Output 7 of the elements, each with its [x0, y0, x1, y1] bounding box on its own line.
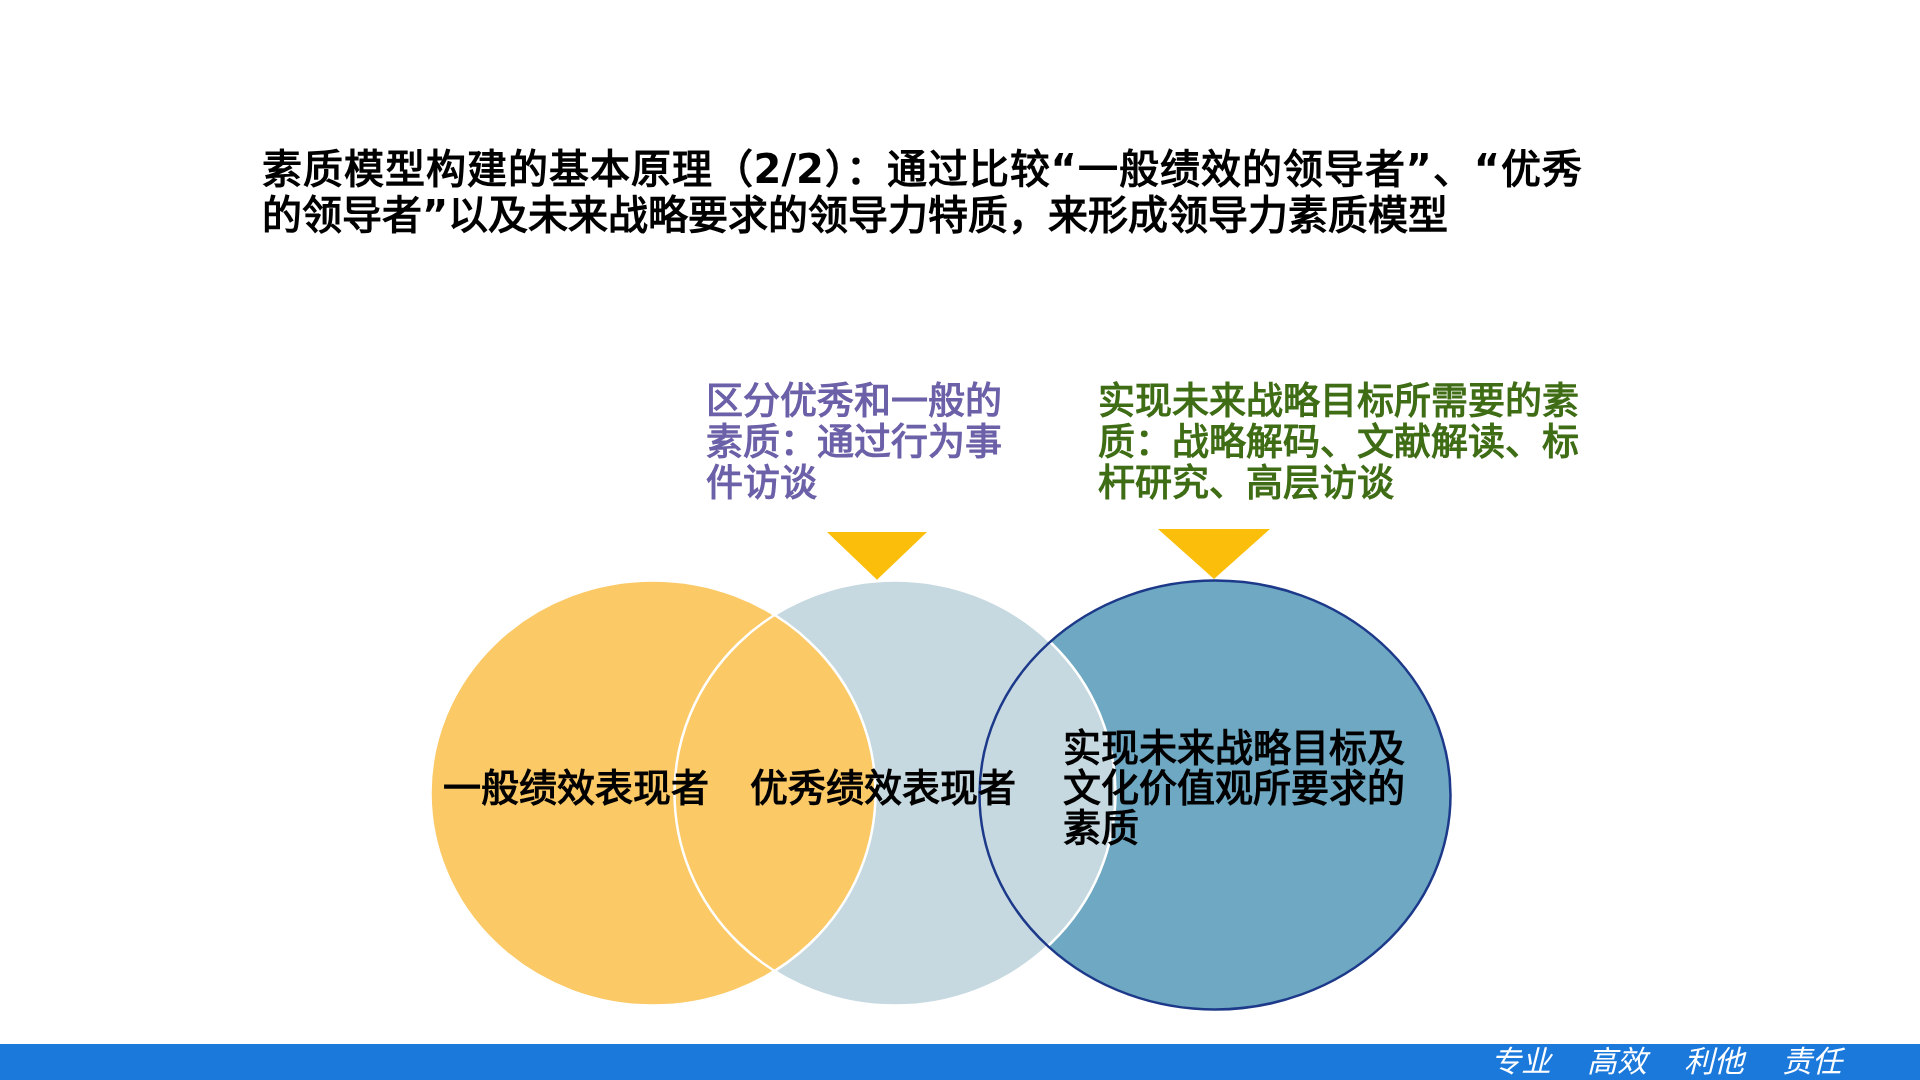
- venn-circle: [978, 579, 1452, 1011]
- pointer-arrow: [827, 532, 927, 580]
- pointer-arrow: [1158, 529, 1270, 579]
- slide-title: 素质模型构建的基本原理（2/2）：通过比较“一般绩效的领导者”、“优秀的领导者”以及未来战略要求的领导力特质，来形成领导力素质模型: [262, 146, 1582, 238]
- annotation-text: 实现未来战略目标所需要的素质：战略解码、文献解读、标杆研究、高层访谈: [1098, 381, 1588, 504]
- motto-text: 专业: [1491, 1044, 1551, 1079]
- annotation-text: 区分优秀和一般的素质：通过行为事件访谈: [706, 381, 1006, 504]
